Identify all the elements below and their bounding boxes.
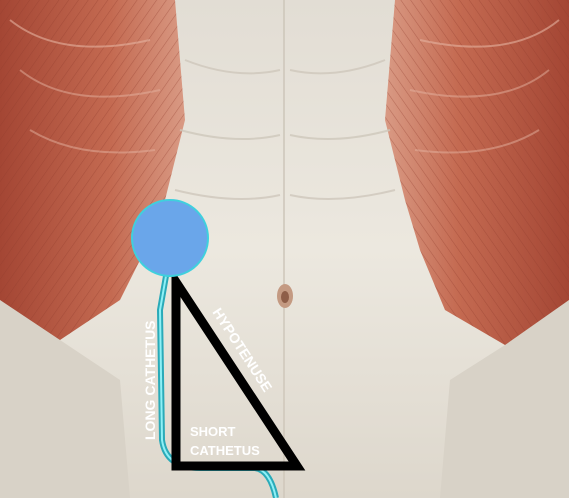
long-cathetus-label: LONG CATHETUS xyxy=(142,320,158,440)
short-cathetus-label-line2: CATHETUS xyxy=(190,443,260,458)
short-cathetus-label-line1: SHORT xyxy=(190,424,236,439)
navel xyxy=(277,284,293,308)
port-reservoir xyxy=(132,200,208,276)
